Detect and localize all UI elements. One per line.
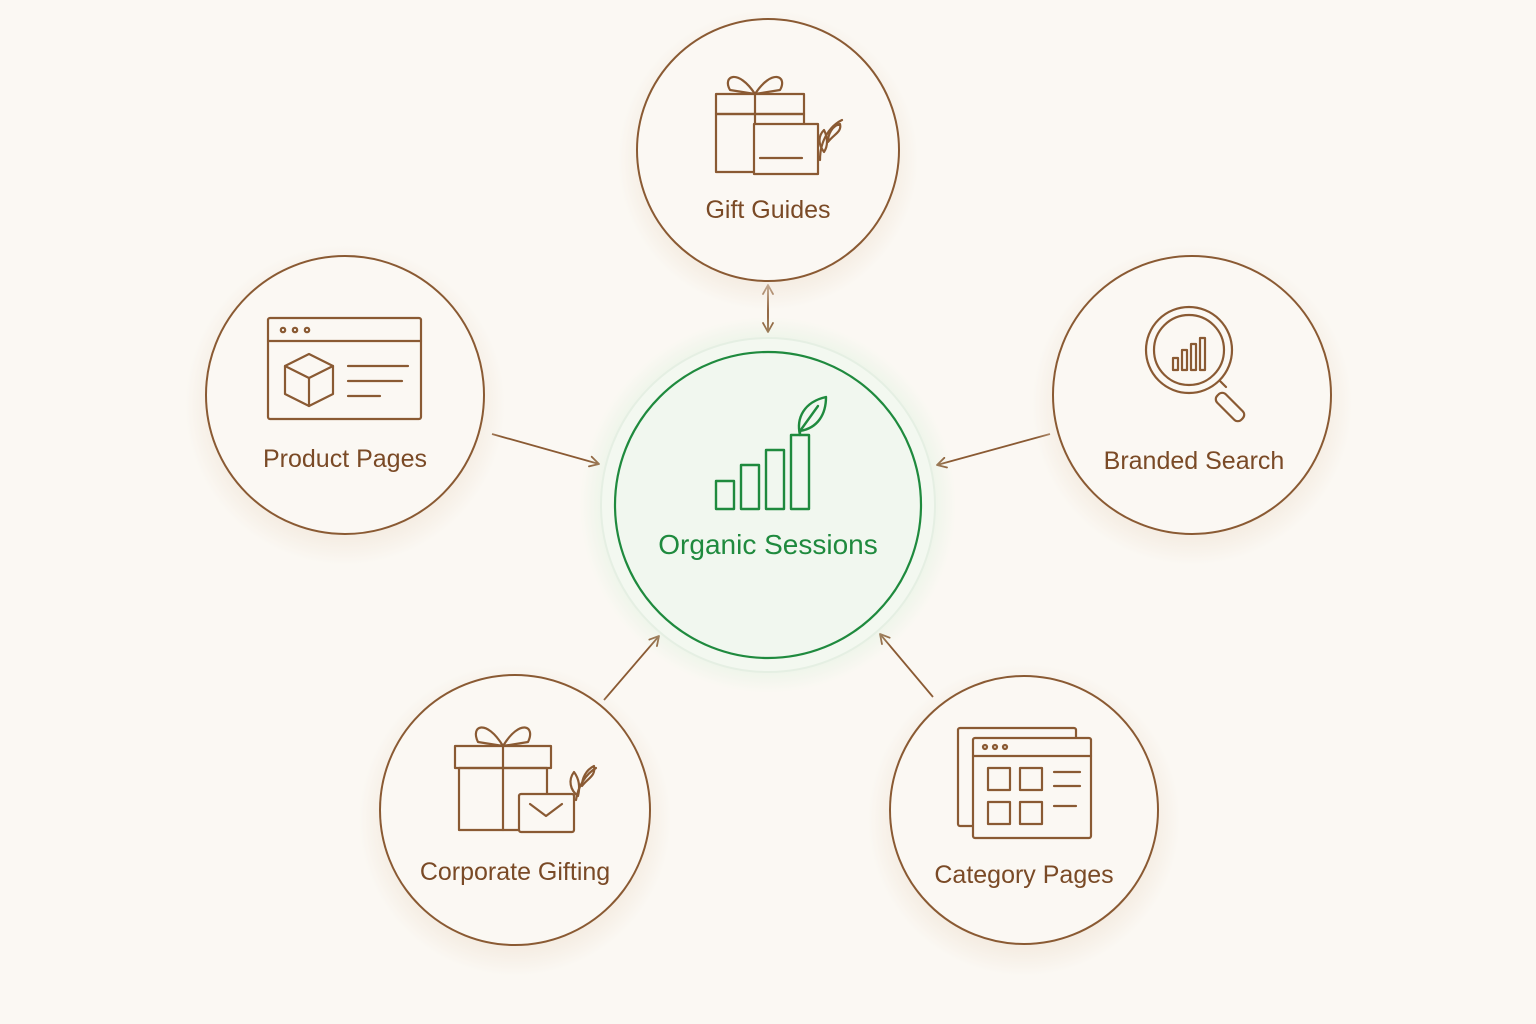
node-label-product-pages: Product Pages	[263, 445, 427, 473]
connector-branded-search	[936, 433, 1051, 469]
product-page-icon	[266, 316, 423, 421]
growth-bars-leaf-icon	[714, 395, 828, 511]
node-label-corporate-gifting: Corporate Gifting	[420, 858, 610, 886]
gift-card-icon	[714, 75, 844, 176]
node-product-pages[interactable]: Product Pages	[185, 245, 505, 565]
gift-envelope-icon	[453, 726, 598, 834]
connector-product-pages	[491, 433, 600, 468]
center-node: Organic Sessions	[580, 317, 956, 693]
node-label-gift-guides: Gift Guides	[705, 196, 830, 224]
category-grid-icon	[956, 726, 1093, 840]
node-corporate-gifting[interactable]: Corporate Gifting	[359, 664, 671, 976]
center-label: Organic Sessions	[658, 529, 877, 560]
node-category-pages[interactable]: Category Pages	[868, 664, 1180, 976]
node-branded-search[interactable]: Branded Search	[1032, 245, 1352, 565]
node-label-category-pages: Category Pages	[934, 861, 1113, 889]
search-analytics-icon	[1144, 305, 1246, 423]
node-label-branded-search: Branded Search	[1104, 447, 1285, 475]
node-gift-guides[interactable]: Gift Guides	[618, 10, 918, 310]
